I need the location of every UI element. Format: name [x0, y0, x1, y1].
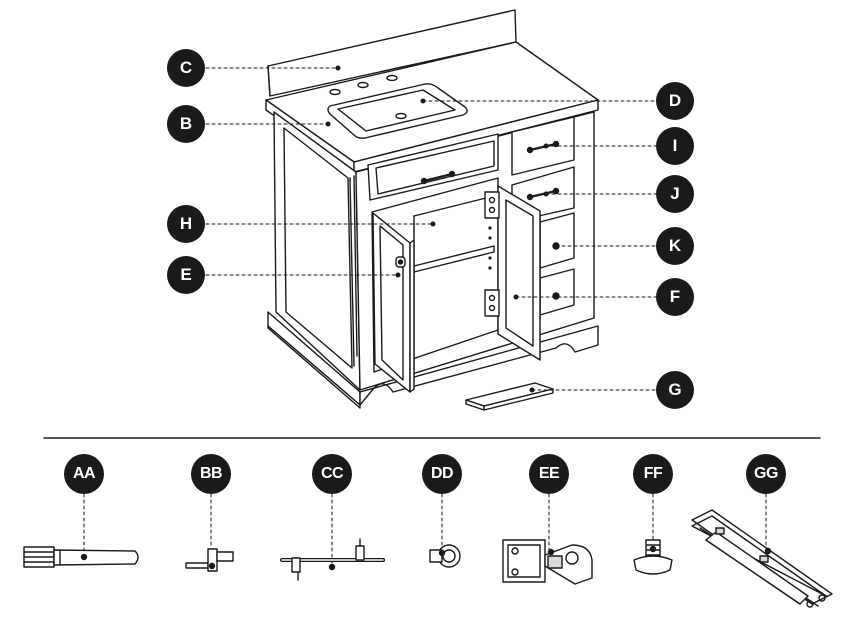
part-leader-lines: [83, 493, 767, 566]
callout-ee: EE: [529, 454, 569, 494]
sink-basin: [327, 83, 468, 139]
callout-dd: DD: [422, 454, 462, 494]
leader-dots: [325, 65, 559, 393]
toe-kick-panel: [465, 382, 554, 411]
callout-c-backsplash: C: [167, 49, 205, 87]
right-door: [484, 185, 541, 361]
callout-ff: FF: [633, 454, 673, 494]
callout-d-sink: D: [656, 82, 694, 120]
part-cc-handle: [280, 538, 385, 581]
callout-gg: GG: [746, 454, 786, 494]
callout-j-middle-drawer: J: [656, 175, 694, 213]
callout-cc: CC: [312, 454, 352, 494]
callout-b-countertop: B: [167, 105, 205, 143]
part-gg-drawer-slides: [691, 509, 833, 608]
callout-h-cabinet: H: [167, 205, 205, 243]
part-ee-hinge: [502, 539, 593, 585]
callout-g-toe-kick: G: [656, 371, 694, 409]
callout-i-top-drawer: I: [656, 127, 694, 165]
left-door: [372, 212, 415, 393]
part-dd-knob: [429, 544, 461, 568]
part-aa-leveler: [23, 546, 139, 568]
part-ff-foot: [633, 539, 673, 575]
callout-f-right-door: F: [656, 278, 694, 316]
drawer-handles: [420, 140, 560, 300]
callout-aa: AA: [64, 454, 104, 494]
part-bb-shelf-pin: [185, 548, 234, 572]
callout-k-lower-drawer: K: [656, 227, 694, 265]
leader-lines: [205, 67, 657, 391]
callout-e-left-door: E: [167, 256, 205, 294]
callout-bb: BB: [191, 454, 231, 494]
cabinet-body: [267, 111, 599, 409]
